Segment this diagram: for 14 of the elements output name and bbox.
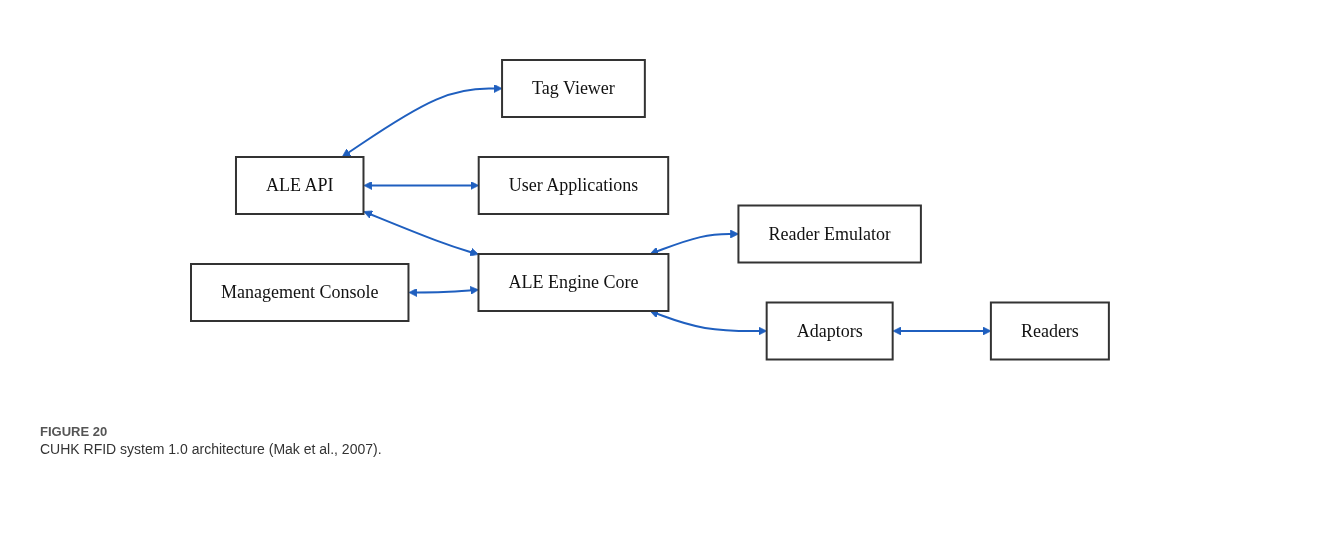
- node-box: Readers: [989, 301, 1110, 361]
- arrow: [408, 286, 479, 298]
- node-box: ALE Engine Core: [477, 253, 670, 313]
- arrow: [363, 210, 479, 257]
- node-box: Tag Viewer: [501, 59, 646, 119]
- node-box: User Applications: [477, 156, 670, 216]
- node-box: Adaptors: [765, 301, 894, 361]
- node-box: ALE API: [235, 156, 365, 216]
- figure-caption: CUHK RFID system 1.0 architecture (Mak et al., 2007).: [40, 441, 383, 457]
- arrow: [649, 229, 739, 256]
- node-box: Reader Emulator: [737, 204, 922, 264]
- node-box: Management Console: [190, 263, 410, 323]
- figure-title: FIGURE 20: [40, 424, 109, 439]
- arrow: [341, 84, 503, 158]
